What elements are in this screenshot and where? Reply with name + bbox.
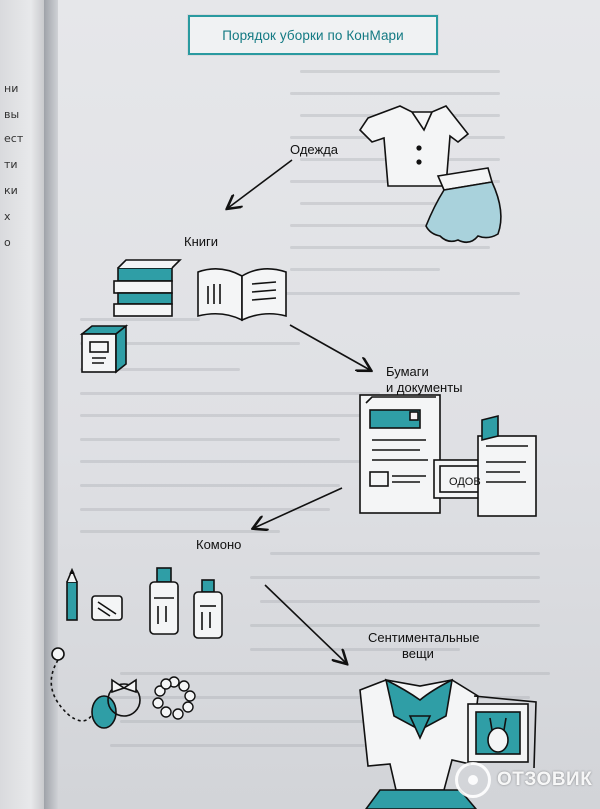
show-through-line [80,342,300,345]
page-title: Порядок уборки по КонМари [222,27,404,43]
notebook-icon [79,324,129,374]
photo-frame-icon [467,695,537,769]
category-papers-label: Бумаги и документы [386,364,463,396]
page-paper [58,0,600,809]
show-through-line [260,600,540,603]
watermark-text: ОТЗОВИК [497,769,593,790]
show-through-line [250,576,540,579]
watermark: ОТЗОВИК [455,762,592,798]
left-page-edge: ни вы ест ти ки х о [0,0,44,809]
show-through-line [80,460,360,463]
show-through-line [290,92,500,95]
show-through-line [110,744,520,747]
show-through-line [80,484,340,487]
show-through-line [290,246,490,249]
category-books-label: Книги [184,234,219,249]
show-through-line [270,552,540,555]
watermark-logo-icon [455,762,491,798]
show-through-line [110,696,530,699]
bottle-icon [193,579,223,639]
show-through-line [80,414,390,417]
show-through-line [120,672,550,675]
show-through-line [80,368,240,371]
left-page-fragment: ки [4,184,18,197]
show-through-line [80,318,200,321]
skirt-icon [425,167,502,244]
show-through-line [250,624,540,627]
left-page-fragment: вы [4,108,20,121]
show-through-line [290,268,440,271]
left-page-fragment: ти [4,158,18,171]
show-through-line [280,292,520,295]
show-through-line [300,202,500,205]
show-through-line [250,648,460,651]
sailor-uniform-icon [359,678,479,809]
show-through-line [80,438,340,441]
category-papers-line: и документы [386,380,463,395]
category-sentimental-line: Сентиментальные [368,630,480,645]
category-clothes-label: Одежда [290,142,339,157]
book-stack-icon [113,259,182,317]
title-box: Порядок уборки по КонМари [188,15,438,55]
book-gutter [44,0,60,809]
open-book-icon [197,268,287,322]
category-sentimental-line: вещи [402,646,434,661]
bracelet-icon [152,676,196,720]
bottle-icon [149,567,179,635]
shirt-icon [358,105,470,187]
show-through-line [80,392,380,395]
tape-icon [91,595,123,621]
category-sentimental-label: Сентиментальные вещи [368,630,480,662]
left-page-fragment: х [4,210,11,223]
category-papers-line: Бумаги [386,364,429,379]
show-through-line [290,224,500,227]
show-through-line [120,720,520,723]
necklace-icon [50,647,117,729]
arrow-komono-to-sentimental [264,584,346,663]
arrow-books-to-papers [289,324,370,370]
show-through-line [80,508,330,511]
show-through-line [80,530,280,533]
left-page-fragment: ни [4,82,19,95]
category-komono-label: Комоно [196,537,242,552]
left-page-fragment: о [4,236,11,249]
document-card-text: ОДОВ [449,476,481,488]
ring-icon [107,678,141,717]
show-through-line [300,70,500,73]
arrow-papers-to-komono [254,487,343,528]
arrow-clothes-to-books [228,159,293,208]
left-page-fragment: ест [4,132,24,145]
documents-icon [359,394,537,517]
pencil-icon [66,567,78,621]
